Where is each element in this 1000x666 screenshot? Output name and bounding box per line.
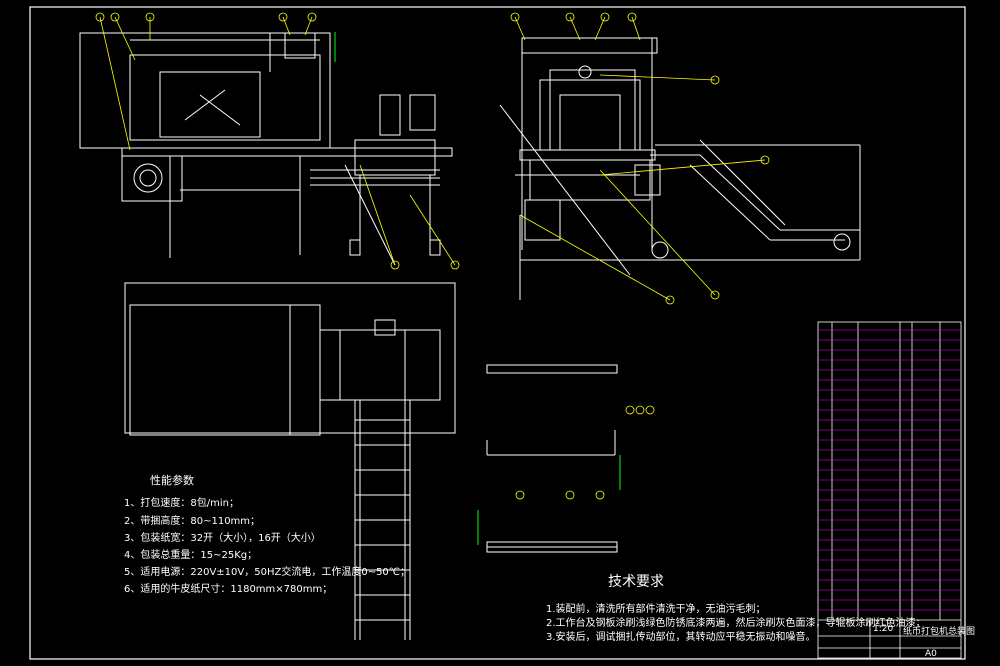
performance-line: 2、带捆高度：80~110mm； [124,516,261,527]
title-block-drawing-title: 纸币打包机总装图 [903,627,976,637]
performance-line: 6、适用的牛皮纸尺寸：1180mm×780mm； [124,584,333,595]
tech-requirements-title: 技术要求 [608,574,664,590]
performance-line: 3、包装纸宽：32开（大小），16开（大小） [124,533,321,544]
parts-list-rows [818,329,961,611]
tech-requirement-line: 2.工作台及钢板涂刷浅绿色防锈底漆两遍，然后涂刷灰色面漆，导辊板涂刷红色油漆； [546,618,926,629]
tech-requirement-line: 1.装配前，清洗所有部件清洗干净，无油污毛刺； [546,604,766,615]
side-view [499,37,861,300]
front-view [79,32,453,266]
title-block-scale: 1:20 [873,624,894,634]
performance-line: 4、包装总重量：15~25Kg； [124,550,258,561]
performance-title: 性能参数 [150,474,194,487]
drawing-frame [29,6,966,660]
part-balloons [95,12,770,500]
performance-line: 5、适用电源：220V±10V，50HZ交流电，工作温度0~50℃； [124,567,411,578]
detail-views [486,364,618,553]
performance-line: 1、打包速度：8包/min； [124,498,239,509]
conveyor-slats [355,419,410,621]
title-block-grid [817,321,962,659]
tech-requirement-line: 3.安装后，调试捆扎传动部位，其转动应平稳无振动和噪音。 [546,632,816,643]
top-view [124,282,456,640]
title-block-sheet: A0 [925,649,937,659]
dimension-markers [334,32,621,545]
